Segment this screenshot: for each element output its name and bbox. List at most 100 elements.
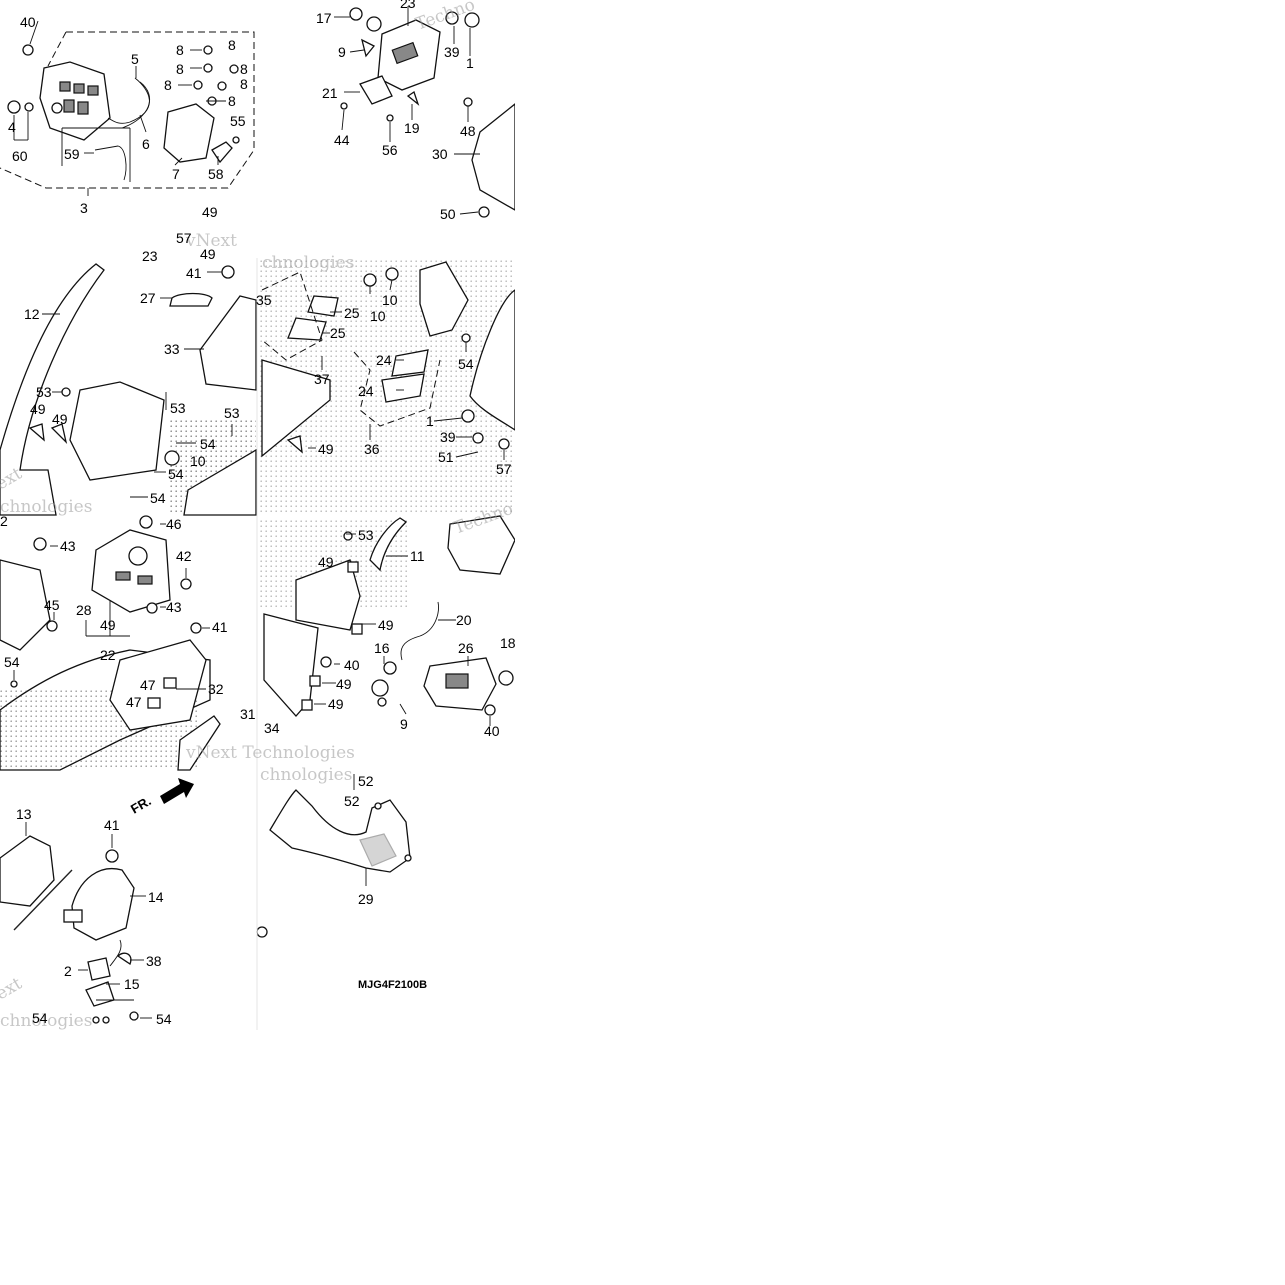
callout-number-c43b: 43 — [166, 599, 182, 615]
tile-meter-cover — [334, 6, 515, 218]
callout-number-c30: 30 — [432, 146, 448, 162]
watermark: vNext — [185, 231, 237, 251]
tile-floor-mats — [258, 258, 515, 514]
callout-number-c36: 36 — [364, 441, 380, 457]
callout-number-c5: 5 — [131, 51, 139, 67]
front-arrow-icon — [160, 778, 194, 804]
tile-lower-inner-cover — [0, 515, 221, 771]
callout-number-c34: 34 — [264, 720, 280, 736]
callout-number-c10c: 10 — [370, 308, 386, 324]
callout-number-c24a: 24 — [376, 352, 392, 368]
callout-number-c27: 27 — [140, 290, 156, 306]
callout-number-c57b: 57 — [496, 461, 512, 477]
callout-number-c23a: 23 — [400, 0, 416, 11]
callout-number-c47a: 47 — [140, 677, 156, 693]
callout-number-c8c: 8 — [176, 61, 184, 77]
callout-number-c37: 37 — [314, 371, 330, 387]
callout-number-c50: 50 — [440, 206, 456, 222]
callout-number-c8f: 8 — [228, 93, 236, 109]
callout-number-c14: 14 — [148, 889, 164, 905]
callout-number-c45: 45 — [44, 597, 60, 613]
callout-number-c49h: 49 — [378, 617, 394, 633]
callout-number-c54e: 54 — [4, 654, 20, 670]
callout-number-c21: 21 — [322, 85, 338, 101]
callout-number-c39b: 39 — [440, 429, 456, 445]
callout-number-c41b: 41 — [212, 619, 228, 635]
under-cover-part — [269, 789, 411, 873]
callout-number-c25a: 25 — [344, 305, 360, 321]
callout-number-c19: 19 — [404, 120, 420, 136]
callout-number-c49d: 49 — [52, 411, 68, 427]
callout-number-c18: 18 — [500, 635, 515, 651]
callout-number-c41a: 41 — [186, 265, 202, 281]
callout-number-c8g: 8 — [240, 61, 248, 77]
callout-number-c7: 7 — [172, 166, 180, 182]
callout-number-c39a: 39 — [444, 44, 460, 60]
watermark: ext — [0, 974, 26, 1005]
callout-number-c52b: 52 — [344, 793, 360, 809]
callout-number-c10a: 10 — [190, 453, 206, 469]
callout-number-c46: 46 — [166, 516, 182, 532]
callout-number-c38: 38 — [146, 953, 162, 969]
diagram-drawing: Techno vNext chnologies ext chnologies T… — [0, 0, 515, 1030]
callout-number-c59: 59 — [64, 146, 80, 162]
callout-number-c1a: 1 — [466, 55, 474, 71]
tile-lids — [0, 778, 194, 1024]
callout-number-c56: 56 — [382, 142, 398, 158]
callout-number-c49e: 49 — [318, 441, 334, 457]
callout-number-c1b: 1 — [426, 413, 434, 429]
callout-number-c53d: 53 — [358, 527, 374, 543]
callout-number-c57a: 57 — [176, 230, 192, 246]
callout-number-c49a: 49 — [202, 204, 218, 220]
lid-part — [71, 868, 135, 941]
callout-number-c54c: 54 — [150, 490, 166, 506]
callout-number-c24b: 24 — [358, 383, 374, 399]
tile-under-cover — [256, 774, 412, 938]
callout-number-c43a: 43 — [60, 538, 76, 554]
callout-number-c58: 58 — [208, 166, 224, 182]
callout-number-c3: 3 — [80, 200, 88, 216]
callout-number-c12: 12 — [24, 306, 40, 322]
callout-number-c55: 55 — [230, 113, 246, 129]
switch-button-shape — [59, 81, 71, 92]
callout-number-c26: 26 — [458, 640, 474, 656]
callout-number-c8d: 8 — [164, 77, 172, 93]
callout-number-c13: 13 — [16, 806, 32, 822]
center-cover-part — [91, 529, 171, 613]
diagram-code: MJG4F2100B — [358, 979, 427, 991]
callout-number-c53a: 53 — [36, 384, 52, 400]
callout-number-c25b: 25 — [330, 325, 346, 341]
callout-number-c8b: 8 — [228, 37, 236, 53]
callout-number-c8a: 8 — [176, 42, 184, 58]
callout-number-c54a: 54 — [200, 436, 216, 452]
callout-number-c6: 6 — [142, 136, 150, 152]
callout-number-c47b: 47 — [126, 694, 142, 710]
callout-number-c51: 51 — [438, 449, 454, 465]
tile-front-inner-cover — [0, 263, 257, 516]
callout-number-c49g: 49 — [318, 554, 334, 570]
callout-number-c9a: 9 — [338, 44, 346, 60]
callout-number-c60: 60 — [12, 148, 28, 164]
callout-number-c48: 48 — [460, 123, 476, 139]
callout-number-c54g: 54 — [156, 1011, 172, 1027]
watermark: chnologies — [262, 253, 354, 273]
callout-number-c49b: 49 — [200, 246, 216, 262]
exploded-parts-diagram: Techno vNext chnologies ext chnologies T… — [0, 0, 515, 1030]
mat-part — [307, 295, 339, 317]
callout-number-c28: 28 — [76, 602, 92, 618]
callout-number-c49f: 49 — [100, 617, 116, 633]
tile-switch-panel — [0, 20, 255, 196]
side-cover-part — [471, 103, 515, 211]
callout-number-c11: 11 — [410, 548, 425, 564]
callout-number-c4: 4 — [8, 119, 16, 135]
callout-number-c10b: 10 — [382, 292, 398, 308]
bolt-shape — [22, 44, 34, 56]
callout-number-c42: 42 — [176, 548, 192, 564]
glove-box-lid-part — [0, 835, 55, 907]
callout-number-c2a: 2 — [64, 963, 72, 979]
callout-number-c54f: 54 — [32, 1010, 48, 1026]
storage-box-part — [109, 639, 207, 731]
watermark: chnologies — [0, 1011, 92, 1030]
watermark: vNext Technologies — [185, 743, 355, 763]
